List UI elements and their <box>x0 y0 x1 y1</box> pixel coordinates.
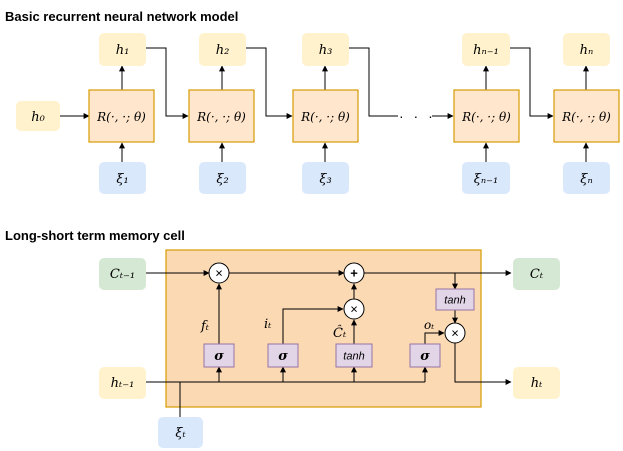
lstm-hidden-in: hₜ₋₁ <box>99 367 146 399</box>
rnn-output-label: hₙ <box>580 43 594 58</box>
output-gate-label: oₜ <box>424 318 434 332</box>
multiply-symbol: × <box>350 302 358 317</box>
tanh-label: tanh <box>444 295 465 307</box>
rnn-output: hₙ₋₁ <box>462 33 510 66</box>
candidate-label: Ĉₜ <box>333 324 347 341</box>
sigma-label: σ <box>214 349 224 364</box>
rnn-output: hₙ <box>563 33 610 66</box>
rnn-output-label: h₁ <box>116 43 130 58</box>
lstm-hidden-out: hₜ <box>513 367 560 399</box>
rnn-output-label: h₂ <box>216 43 230 58</box>
sigma-label: σ <box>420 349 430 364</box>
output-multiply-op: × <box>444 322 466 344</box>
input-gate-sigma: σ <box>267 343 299 368</box>
rnn-input: ξₙ₋₁ <box>462 162 510 194</box>
rnn-input-label: ξ₃ <box>319 172 331 187</box>
rnn-ellipsis: · · · <box>399 108 436 124</box>
lstm-connections <box>146 270 512 417</box>
lstm-hidden-in-label: hₜ₋₁ <box>111 376 135 391</box>
rnn-cell: R(·, ·; θ) <box>188 89 255 143</box>
input-multiply-op: × <box>343 298 365 320</box>
rnn-cell-label: R(·, ·; θ) <box>461 110 511 124</box>
forget-gate-label: fₜ <box>200 319 210 334</box>
lstm-cell-state-in-label: Cₜ₋₁ <box>110 267 135 282</box>
lstm-cell-state-out-label: Cₜ <box>530 267 544 282</box>
rnn-output-label: h₃ <box>319 43 333 58</box>
tanh-label: tanh <box>343 351 364 363</box>
rnn-input-label: ξₙ₋₁ <box>474 172 499 187</box>
lstm-cell-state-in: Cₜ₋₁ <box>99 258 146 290</box>
lstm-input-label: ξₜ <box>175 426 186 441</box>
rnn-output-label: hₙ₋₁ <box>473 43 499 58</box>
rnn-cell: R(·, ·; θ) <box>88 89 155 143</box>
lstm-hidden-out-label: hₜ <box>531 376 543 391</box>
rnn-input-label: ξₙ <box>580 172 592 187</box>
rnn-input-label: ξ₁ <box>116 172 128 187</box>
rnn-output: h₂ <box>199 33 246 66</box>
lstm-section-title: Long-short term memory cell <box>5 228 185 243</box>
forget-gate-sigma: σ <box>203 343 235 368</box>
rnn-cell: R(·, ·; θ) <box>553 89 620 143</box>
rnn-output: h₃ <box>302 33 349 66</box>
rnn-cell-label: R(·, ·; θ) <box>196 110 246 124</box>
lstm-input: ξₜ <box>158 417 203 448</box>
rnn-cell-label: R(·, ·; θ) <box>300 110 350 124</box>
forget-multiply-op: × <box>208 262 230 284</box>
lstm-cell-state-out: Cₜ <box>513 258 560 290</box>
cell-add-op: + <box>343 262 365 284</box>
rnn-input-label: ξ₂ <box>216 172 228 187</box>
rnn-cell: R(·, ·; θ) <box>453 89 520 143</box>
rnn-section-title: Basic recurrent neural network model <box>5 9 238 24</box>
rnn-initial-state-label: h₀ <box>31 110 45 125</box>
sigma-label: σ <box>278 349 288 364</box>
rnn-cell-label: R(·, ·; θ) <box>561 110 611 124</box>
cell-output-tanh: tanh <box>435 288 475 311</box>
rnn-cell: R(·, ·; θ) <box>292 89 359 143</box>
output-gate-sigma: σ <box>409 343 441 368</box>
rnn-output: h₁ <box>99 33 146 66</box>
rnn-cell-label: R(·, ·; θ) <box>96 110 146 124</box>
add-symbol: + <box>350 266 358 281</box>
input-gate-label: iₜ <box>264 317 272 332</box>
rnn-connections <box>60 47 589 162</box>
rnn-input: ξ₁ <box>99 162 146 194</box>
rnn-input: ξ₃ <box>302 162 349 194</box>
candidate-tanh: tanh <box>335 343 373 368</box>
multiply-symbol: × <box>215 266 223 281</box>
rnn-initial-state: h₀ <box>16 101 60 131</box>
multiply-symbol: × <box>451 326 459 341</box>
rnn-input: ξₙ <box>563 162 610 194</box>
rnn-input: ξ₂ <box>199 162 246 194</box>
